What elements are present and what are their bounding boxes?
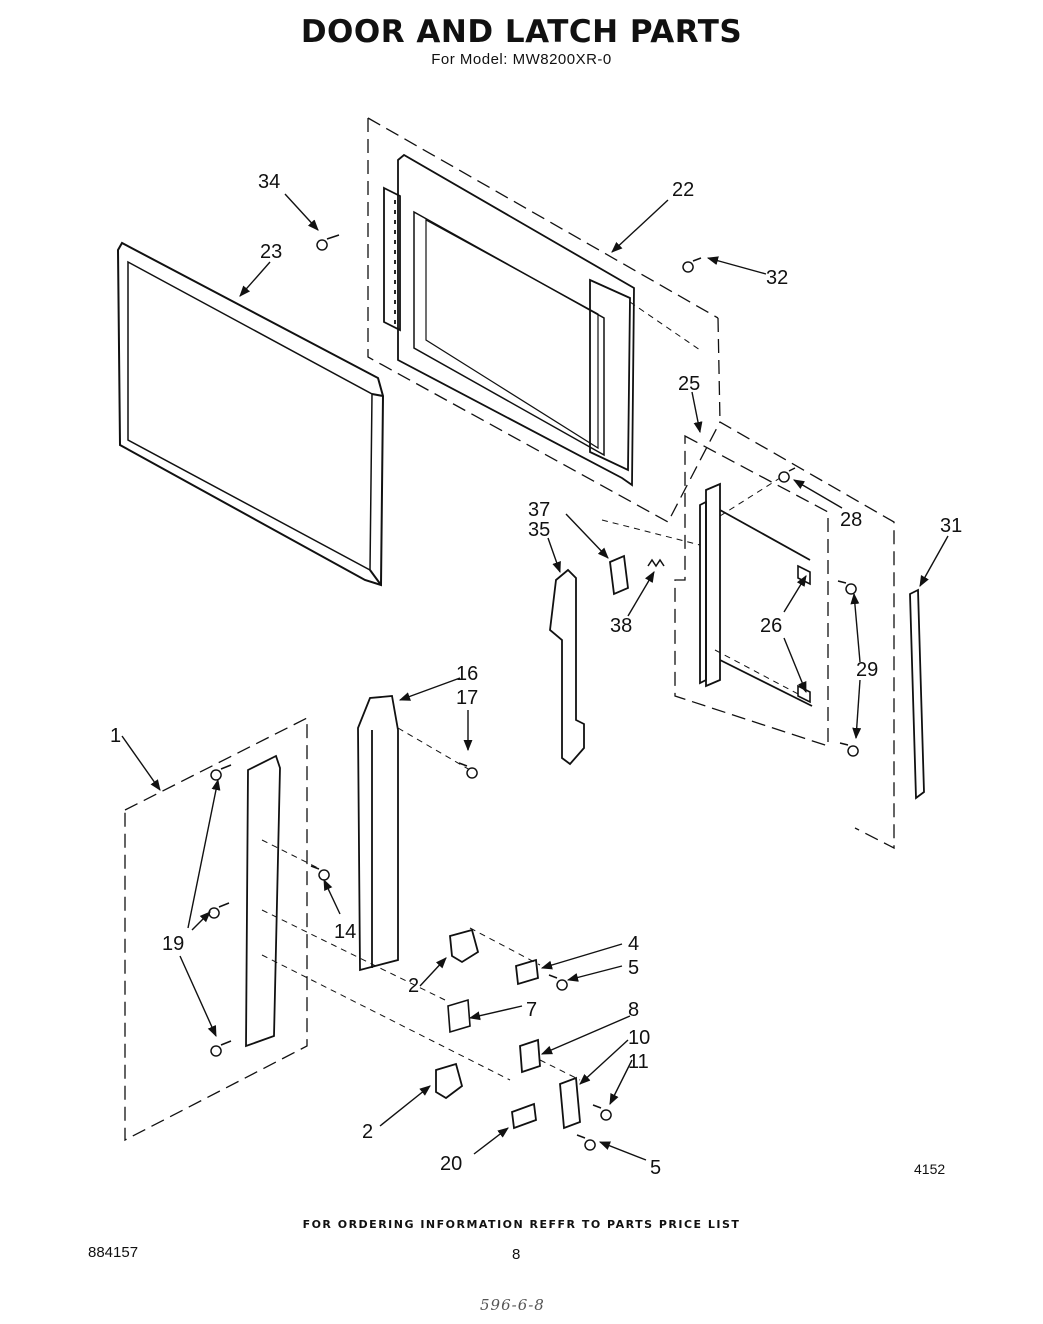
handwritten-note: 596-6-8: [480, 1296, 545, 1314]
document-number: 884157: [88, 1244, 139, 1261]
page-number: 8: [512, 1246, 521, 1263]
callout-5: 5: [628, 957, 639, 979]
callout-4: 4: [628, 933, 639, 955]
part-23-door-frame: [116, 241, 385, 587]
screw-icon: [576, 1134, 596, 1151]
page-title: DOOR AND LATCH PARTS: [300, 14, 743, 50]
part-7-insulator: [447, 998, 471, 1034]
screw-icon: [310, 865, 330, 881]
part-25-latch-bracket: [699, 482, 813, 707]
callout-1: 1: [110, 725, 121, 747]
callout-5: 5: [650, 1157, 661, 1179]
callout-labels: 1 2 2 4 5 5 7 8 10 11 14 16 17 19 20 22 …: [110, 171, 962, 1179]
callout-28: 28: [840, 509, 862, 531]
callout-14: 14: [334, 921, 356, 943]
part-35-latch-arm: [549, 568, 585, 766]
callout-17: 17: [456, 687, 478, 709]
callout-32: 32: [766, 267, 788, 289]
callout-2: 2: [408, 975, 419, 997]
callout-7: 7: [526, 999, 537, 1021]
screw-icon: [778, 467, 796, 483]
callout-arrows: [121, 193, 949, 1161]
outline-latch-assembly: [124, 716, 308, 1142]
screw-icon: [548, 974, 568, 991]
callout-35: 35: [528, 519, 550, 541]
part-31-seal-strip: [909, 588, 925, 800]
callout-8: 8: [628, 999, 639, 1021]
callout-25: 25: [678, 373, 700, 395]
part-22-door-assembly: [383, 153, 635, 487]
callout-31: 31: [940, 515, 962, 537]
assembly-leader-lines: [261, 301, 801, 1081]
part-20-switch: [511, 1102, 537, 1130]
part-4-switch: [515, 958, 539, 986]
screw-icon: [592, 1104, 612, 1121]
outline-latch-bracket: [674, 434, 829, 747]
part-37-latch-hook: [609, 554, 629, 596]
callout-2: 2: [362, 1121, 373, 1143]
part-38-spring: [647, 558, 665, 568]
part-8-switch: [519, 1038, 541, 1074]
callout-23: 23: [260, 241, 282, 263]
model-subtitle: For Model: MW8200XR-0: [431, 51, 612, 68]
screw-icon: [837, 580, 857, 595]
callout-37: 37: [528, 499, 550, 521]
screw-icon: [316, 234, 340, 251]
screw-icon: [682, 257, 702, 273]
callout-34: 34: [258, 171, 280, 193]
callout-22: 22: [672, 179, 694, 201]
outline-door-right: [717, 317, 721, 423]
part-2-lower-actuator: [435, 1062, 464, 1100]
part-2-upper-actuator: [449, 928, 480, 964]
part-16-choke-cover: [357, 695, 399, 972]
callout-19: 19: [162, 933, 184, 955]
callout-38: 38: [610, 615, 632, 637]
screw-icon: [208, 902, 230, 919]
screw-icon: [839, 742, 859, 757]
screw-icon: [458, 762, 478, 779]
ordering-note: FOR ORDERING INFORMATION REFFR TO PARTS …: [302, 1218, 741, 1231]
outline-door-assembly: [367, 118, 895, 850]
callout-10: 10: [628, 1027, 650, 1049]
callout-11: 11: [628, 1051, 649, 1073]
callout-26: 26: [760, 615, 782, 637]
callout-20: 20: [440, 1153, 462, 1175]
dashed-outlines: [124, 117, 895, 1142]
callout-29: 29: [856, 659, 878, 681]
screw-icon: [210, 1040, 232, 1057]
screw-icon: [210, 764, 232, 781]
outline-door-top: [367, 117, 719, 319]
screws: [208, 234, 859, 1151]
callout-16: 16: [456, 663, 478, 685]
part-10-bracket: [559, 1076, 581, 1130]
figure-number: 4152: [914, 1161, 945, 1177]
part-1-latch-plate: [245, 754, 281, 1048]
